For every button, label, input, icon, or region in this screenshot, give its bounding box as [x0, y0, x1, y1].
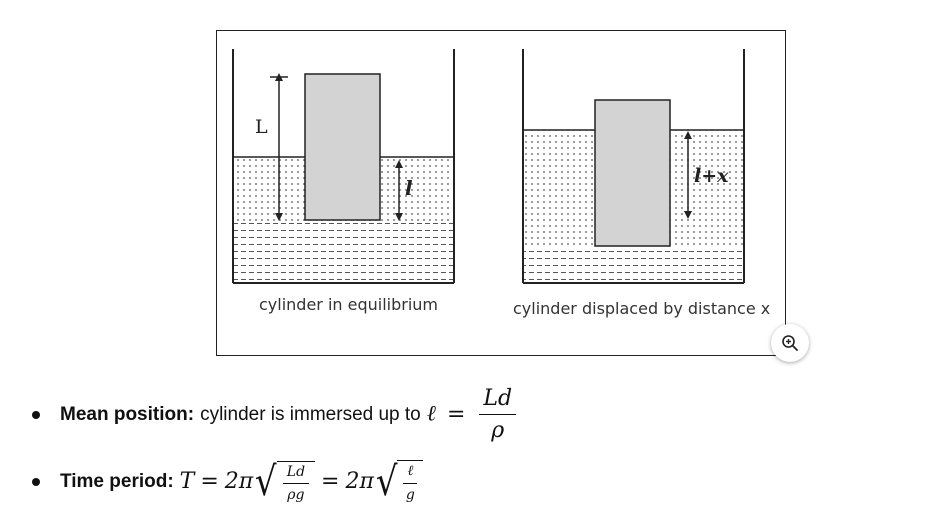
coef-2pi: 2π [224, 469, 254, 494]
caption-equilibrium: cylinder in equilibrium [259, 295, 439, 314]
left-liquid-dashed [233, 221, 454, 283]
time-period-formula: T = 2π √ Ld ρg = 2π √ ℓ g [180, 460, 424, 503]
fraction-Ld-over-rho: Ld ρ [479, 386, 517, 443]
label-l-plus-x: l+x [694, 165, 729, 187]
sqrt-ell-over-g: √ ℓ g [374, 458, 424, 505]
equals-sign: = [200, 469, 219, 494]
caption-displaced: cylinder displaced by distance x [513, 299, 771, 318]
label-L: L [255, 116, 268, 138]
bullet-dot [32, 477, 40, 486]
right-liquid-dashed [523, 247, 744, 283]
zoom-in-icon [782, 335, 798, 351]
sqrt-sign: √ [255, 458, 277, 505]
buoyancy-diagram: L l l+x [232, 49, 745, 284]
sqrt-sign: √ [375, 458, 398, 505]
sqrt-Ld-over-rho-g: √ Ld ρg [253, 458, 316, 505]
fraction-numerator: Ld [479, 386, 517, 415]
figure-panel: L l l+x cylinder in equilibrium cylinder… [216, 30, 786, 356]
fraction-denominator: ρ [491, 418, 505, 443]
label-l: l [405, 176, 413, 200]
mean-position-label: Mean position: [60, 403, 195, 425]
zoom-in-button[interactable] [771, 324, 809, 362]
right-container: l+x [522, 49, 745, 284]
ell-symbol: ℓ [426, 401, 436, 427]
T-symbol: T [179, 469, 195, 494]
bullet-dot [32, 410, 40, 419]
left-cylinder [304, 73, 381, 221]
equals-sign: = [446, 401, 466, 427]
fraction-numerator: Ld [282, 464, 310, 484]
fraction-ell-over-g: ℓ g [403, 463, 418, 503]
fraction-Ld-over-rho-g: Ld ρg [282, 464, 310, 503]
fraction-denominator: g [405, 487, 415, 503]
bullet-time-period: Time period: T = 2π √ Ld ρg = 2π √ ℓ g [32, 460, 424, 503]
right-cylinder [594, 99, 671, 247]
bullet-mean-position: Mean position: cylinder is immersed up t… [32, 386, 519, 443]
coef-2pi-2: 2π [345, 469, 374, 494]
fraction-denominator: ρg [287, 486, 305, 503]
equals-sign-2: = [321, 469, 340, 494]
mean-position-text: cylinder is immersed up to [200, 403, 421, 425]
fraction-numerator: ℓ [403, 463, 418, 484]
left-container: L l [232, 49, 455, 284]
mean-position-formula: ℓ = Ld ρ [427, 386, 519, 443]
time-period-label: Time period: [60, 470, 174, 492]
